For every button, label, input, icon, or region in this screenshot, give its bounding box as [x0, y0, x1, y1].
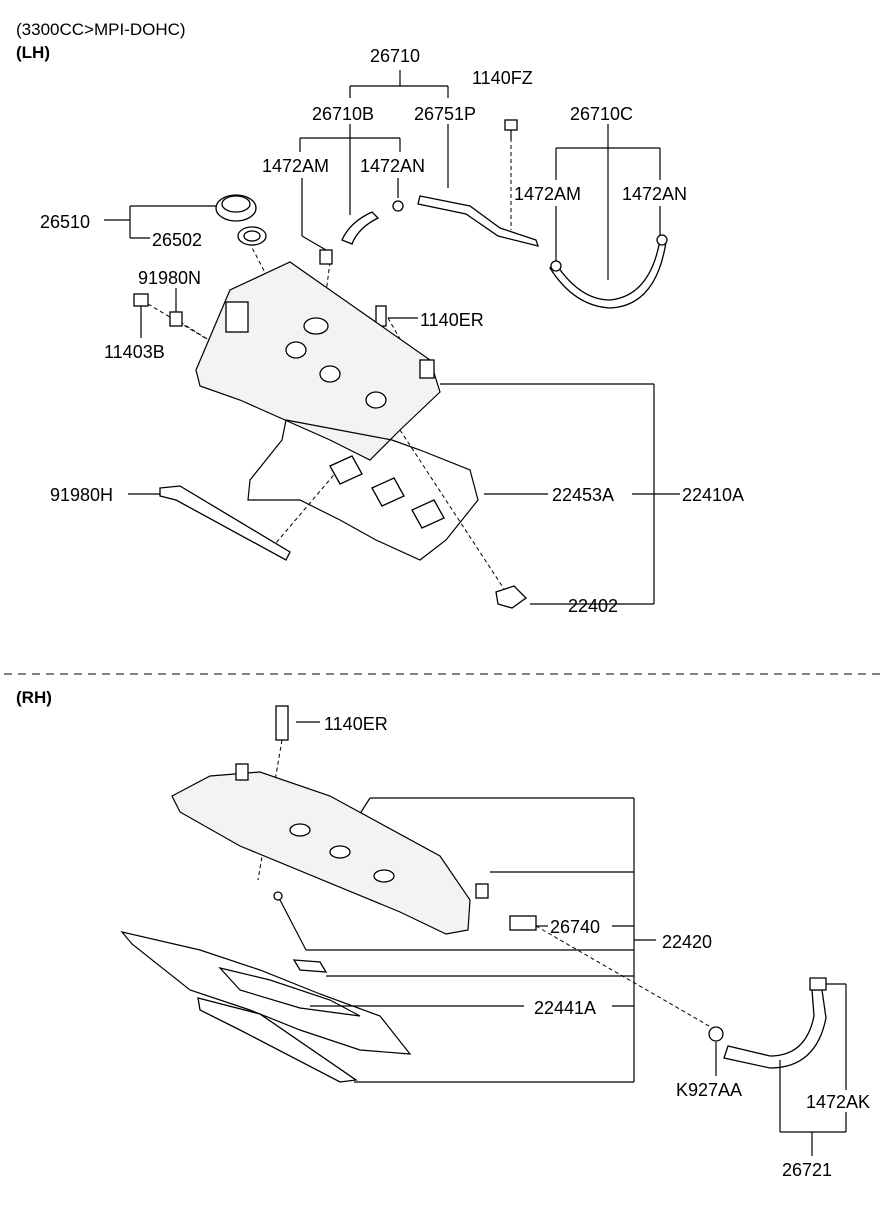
section-lh-title: (LH)	[16, 43, 50, 62]
leader-1472AK	[826, 983, 847, 1090]
valve-cover-gasket-22453A	[247, 419, 479, 561]
label-26710B: 26710B	[312, 104, 374, 124]
pcv-valve-26740	[475, 883, 537, 931]
small-seal-rh	[292, 959, 328, 973]
label-22402: 22402	[568, 596, 618, 616]
grommet-91980N	[169, 311, 183, 327]
label-11403B: 11403B	[104, 342, 165, 362]
breather-pipe-26751P	[417, 195, 539, 247]
clamp-1472AM-rh-hose	[550, 260, 562, 272]
label-26751P: 26751P	[414, 104, 476, 124]
plug-seal-1	[329, 455, 363, 485]
inner-gasket-rh	[218, 966, 361, 1017]
baffle-rh	[197, 997, 358, 1083]
leader-26710C	[555, 124, 661, 280]
label-1472AK: 1472AK	[806, 1092, 870, 1112]
leader-22410A	[440, 383, 680, 605]
section-rh-title: (RH)	[16, 688, 52, 707]
leader-1472-lh-left	[299, 137, 401, 251]
bracket-22402	[495, 585, 528, 609]
label-1140FZ: 1140FZ	[472, 68, 533, 88]
clamp-1472AN-rh-hose	[656, 234, 668, 246]
baffle-91980H	[159, 485, 291, 561]
label-1472AM-b: 1472AM	[514, 184, 581, 204]
label-K927AA: K927AA	[676, 1080, 742, 1100]
pcv-hose-26721	[723, 989, 827, 1069]
bolt-11403B	[133, 293, 149, 307]
bolt-1140FZ	[504, 119, 518, 140]
label-1472AN-a: 1472AN	[360, 156, 425, 176]
label-1472AN-b: 1472AN	[622, 184, 687, 204]
leader-26710	[349, 70, 449, 98]
label-1140ER-rh: 1140ER	[324, 714, 388, 734]
label-1140ER-lh: 1140ER	[420, 310, 484, 330]
label-26710C: 26710C	[570, 104, 633, 124]
valve-cover-lh	[195, 261, 441, 461]
small-pin-rh	[273, 891, 283, 901]
label-26510: 26510	[40, 212, 90, 232]
leader-26721	[779, 1060, 847, 1156]
plug-seal-2	[371, 477, 405, 507]
label-26710: 26710	[370, 46, 420, 66]
bolt-1140ER-rh	[275, 705, 289, 741]
plug-seal-3	[411, 499, 445, 529]
label-22420: 22420	[662, 932, 712, 952]
leader-26510	[104, 205, 218, 239]
label-26740: 26740	[550, 917, 600, 937]
oil-cap-gasket	[237, 226, 267, 246]
engine-spec-title: (3300CC>MPI-DOHC)	[16, 20, 186, 39]
clamp-1472AN-lh	[392, 200, 404, 212]
label-26721: 26721	[782, 1160, 832, 1180]
label-22441A: 22441A	[534, 998, 596, 1018]
label-22410A: 22410A	[682, 485, 744, 505]
clamp-K927AA	[708, 1026, 724, 1042]
label-26502: 26502	[152, 230, 202, 250]
label-91980N: 91980N	[138, 268, 201, 288]
label-22453A: 22453A	[552, 485, 614, 505]
clamp-1472AK	[809, 977, 827, 991]
clamp-1472AM-lh	[319, 249, 333, 265]
label-1472AM-a: 1472AM	[262, 156, 329, 176]
valve-cover-gasket-22441A	[120, 931, 412, 1055]
leader-22420	[279, 797, 656, 1083]
label-91980H: 91980H	[50, 485, 113, 505]
pcv-hose-26710B	[341, 211, 380, 245]
oil-filler-cap	[215, 194, 257, 222]
valve-cover-rh	[171, 763, 471, 935]
